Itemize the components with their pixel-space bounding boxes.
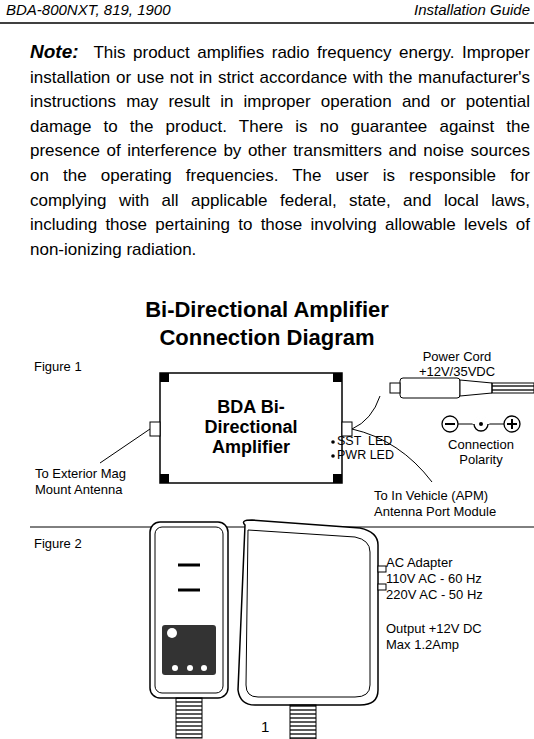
header-models: BDA-800NXT, 819, 1900 <box>6 1 171 19</box>
note-text: This product amplifies radio frequency e… <box>30 43 530 259</box>
adapter-spec: Output +12V DC <box>386 621 482 637</box>
page-number: 1 <box>261 718 269 736</box>
spacer <box>79 43 94 62</box>
adapter-spec: Max 1.2Amp <box>386 637 459 653</box>
adapter-spec: 110V AC - 60 Hz <box>386 571 482 587</box>
power-cord-label: Power Cord +12V/35VDC <box>392 349 522 379</box>
polarity-label: Connection Polarity <box>436 437 526 467</box>
figure-label: Figure 2 <box>34 536 82 552</box>
note-paragraph: Note: This product amplifies radio frequ… <box>30 40 530 262</box>
antenna-label: To Exterior Mag Mount Antenna <box>35 466 130 498</box>
antenna-label: To In Vehicle (APM) Antenna Port Module <box>374 488 534 520</box>
amplifier-name: BDA Bi-Directional Amplifier <box>181 397 321 457</box>
header-title: Installation Guide <box>390 1 530 19</box>
adapter-spec: 220V AC - 50 Hz <box>386 587 483 603</box>
adapter-label: AC Adapter <box>386 555 453 571</box>
led-label: PWR LED <box>337 448 394 462</box>
led-label: SST LED <box>337 434 392 448</box>
figure-label: Figure 1 <box>34 359 82 375</box>
amplifier-box: BDA Bi-Directional Amplifier <box>169 380 333 474</box>
diagram-title: Bi-Directional Amplifier Connection Diag… <box>117 296 417 352</box>
note-heading: Note: <box>30 41 79 62</box>
